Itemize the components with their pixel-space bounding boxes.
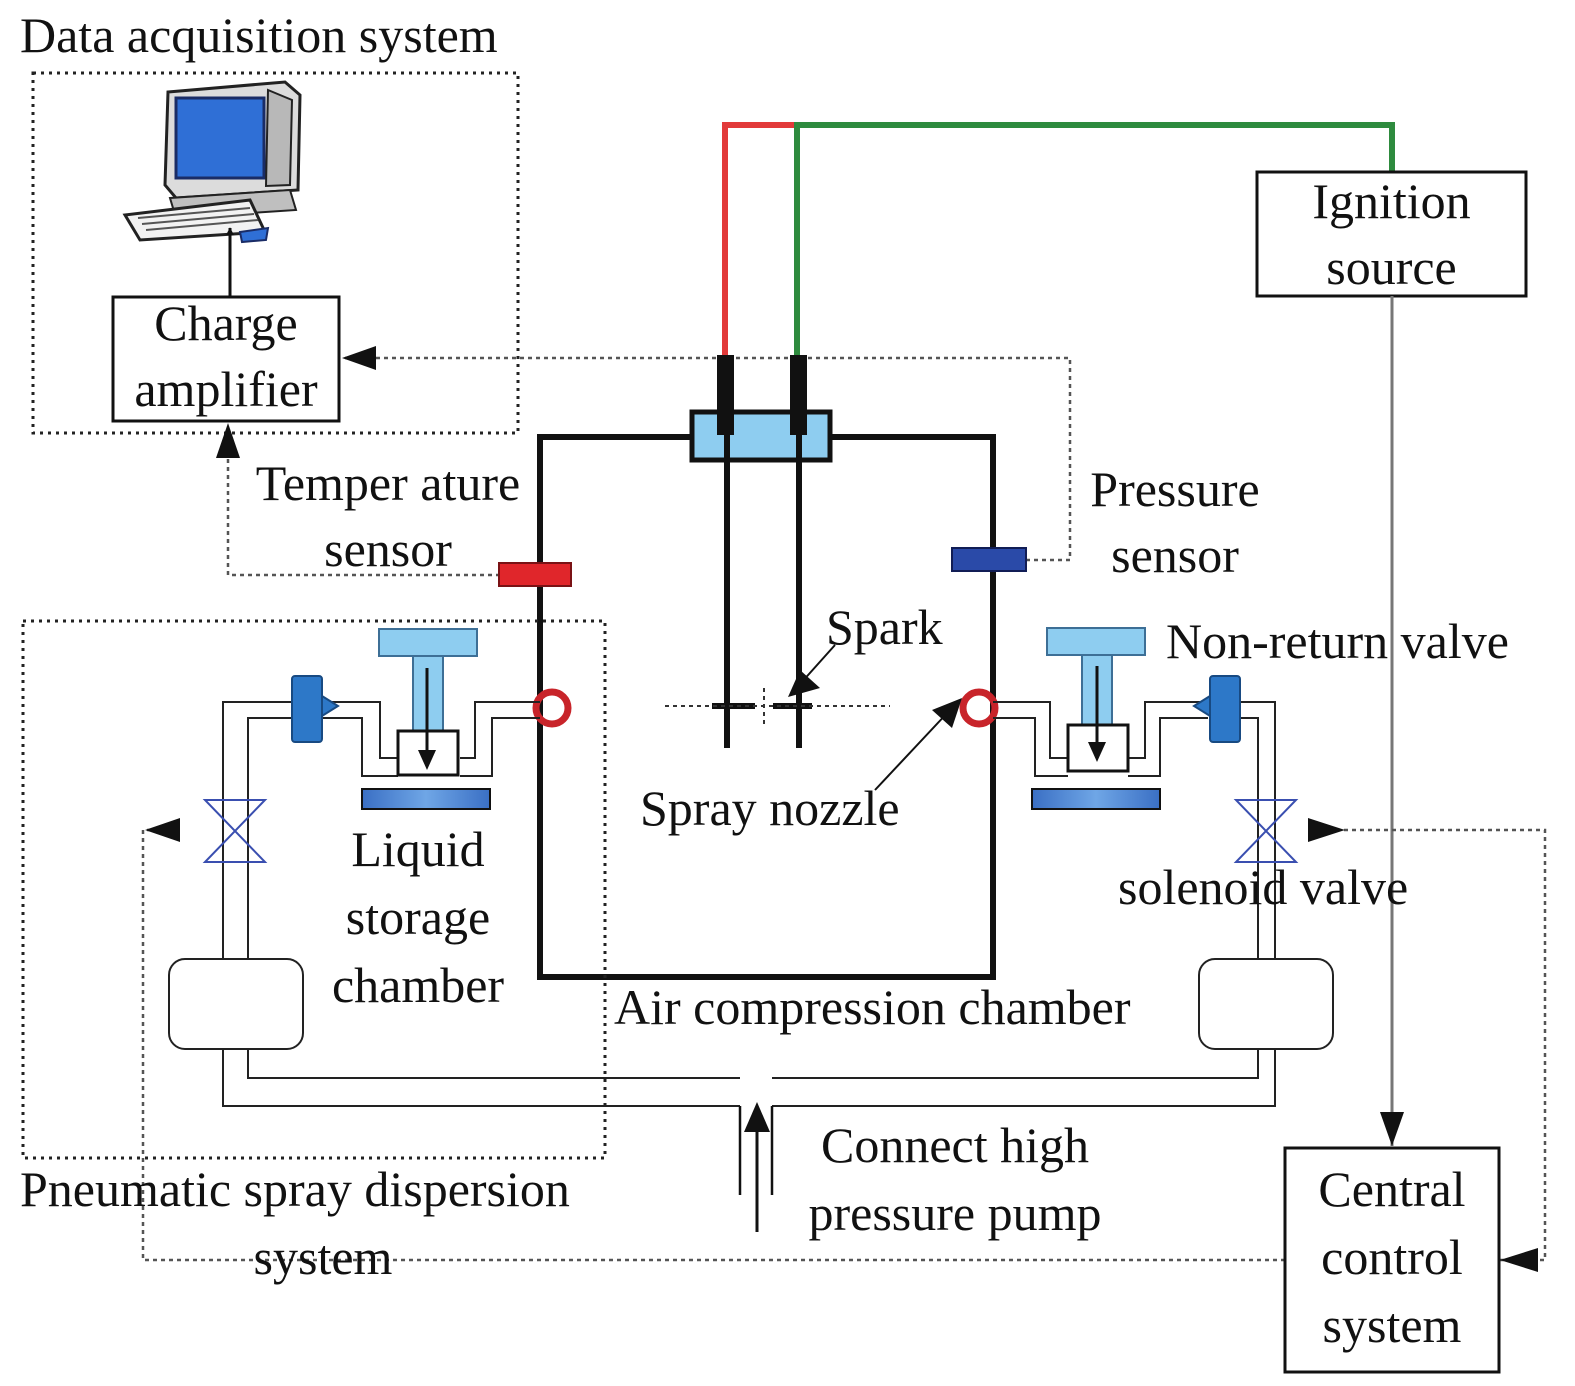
spray-nozzle-right <box>959 688 999 728</box>
left-solenoid-valve-icon <box>202 799 268 863</box>
right-solenoid-valve-icon <box>1233 799 1299 863</box>
spray-nozzle-left <box>532 688 572 728</box>
right-gas-tank <box>1198 958 1334 1050</box>
ignition-source-box <box>1255 170 1528 298</box>
right-piston-head <box>1046 627 1146 656</box>
left-solenoid-control-line <box>141 828 1285 1262</box>
pressure-signal-line <box>345 356 1072 562</box>
left-check-valve-icon <box>291 675 340 743</box>
charge-amplifier-box <box>111 295 341 423</box>
air-compression-chamber <box>537 434 996 980</box>
pump-inlet <box>738 1106 774 1195</box>
right-solenoid-control-line <box>1340 828 1547 1262</box>
right-piping <box>772 701 1276 1107</box>
pressure-sensor-block <box>951 547 1027 572</box>
data-acquisition-region <box>31 71 520 435</box>
right-check-valve-icon <box>1192 675 1241 743</box>
central-control-box <box>1283 1146 1501 1374</box>
electrode-cap <box>689 409 833 463</box>
ignition-wire-green <box>794 122 1395 360</box>
pneumatic-dispersion-region <box>21 619 607 1160</box>
computer-icon <box>122 80 302 244</box>
ignition-wire-red <box>722 122 797 360</box>
temperature-sensor-block <box>498 562 572 587</box>
left-piping <box>222 701 740 1107</box>
left-gas-tank <box>168 958 304 1050</box>
left-piston-head <box>378 628 478 657</box>
spray-nozzle-pointer <box>874 709 951 791</box>
temperature-signal-line <box>226 430 500 577</box>
